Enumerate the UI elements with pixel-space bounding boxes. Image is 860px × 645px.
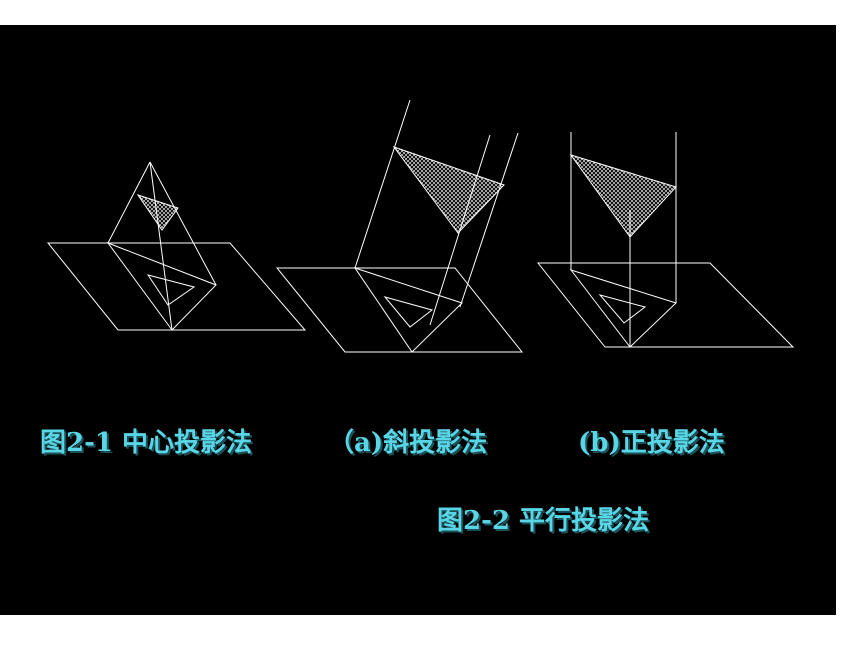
caption-parallel-projection: 图2-2 平行投影法 [437, 506, 650, 536]
projector-ray-right [149, 161, 217, 286]
caption-oblique-projection: （a)斜投影法 [328, 428, 488, 458]
orthographic-projection-plane [536, 262, 795, 348]
oblique-projected-triangle [353, 267, 463, 353]
projector-ray-bottom [149, 161, 173, 331]
slide: 图2-1 中心投影法 （a)斜投影法 (b)正投影法 图2-2 平行投影法 [0, 25, 836, 615]
central-projection-plane [46, 242, 307, 331]
central-projected-inner [146, 274, 196, 306]
ortho-projected-inner [598, 294, 647, 324]
oblique-object-triangle [392, 145, 505, 234]
caption-central-projection: 图2-1 中心投影法 [40, 428, 253, 458]
projector-ray-left [107, 161, 151, 244]
central-object-triangle [136, 194, 179, 231]
central-projected-triangle [106, 241, 217, 331]
projection-figures [46, 99, 795, 353]
ortho-object-triangle [569, 154, 677, 238]
orthographic-projection-figure [536, 132, 795, 348]
ortho-projected-triangle [569, 269, 677, 348]
oblique-ray-right [459, 132, 519, 308]
oblique-projected-inner [383, 296, 434, 328]
caption-orthographic-projection: (b)正投影法 [578, 428, 725, 458]
oblique-projection-figure [275, 99, 524, 353]
oblique-ray-left [354, 99, 411, 269]
central-projection-figure [46, 161, 307, 331]
oblique-projection-plane [275, 267, 524, 353]
